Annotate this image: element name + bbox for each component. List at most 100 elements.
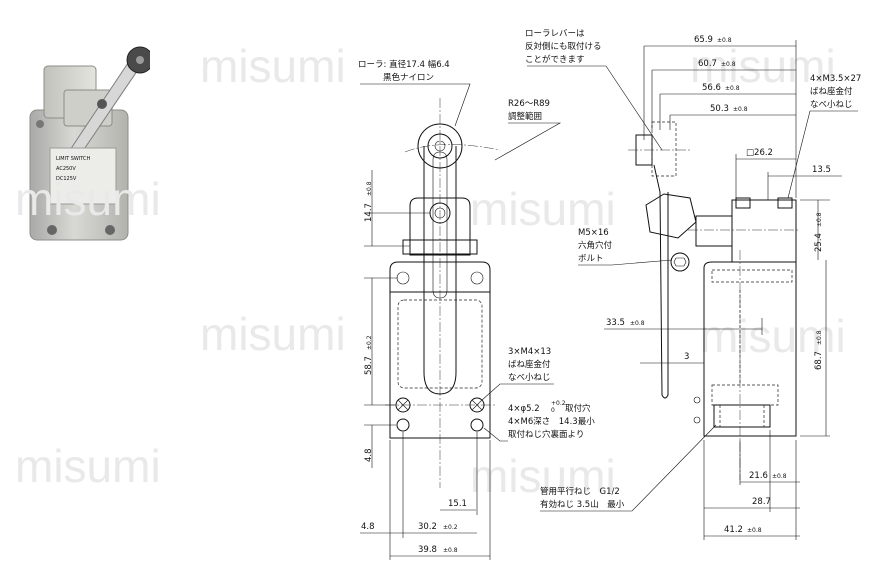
mount-hole-bottom-left [396,418,410,432]
side-hex-bolt [670,252,690,272]
front-screw-top-left [396,271,410,285]
dim-50-3: 50.3 [710,104,729,114]
note-screw-top-line3: なべ小ねじ [810,99,853,110]
side-body [703,261,797,437]
note-roller-line1: ローラ: 直径17.4 幅6.4 [358,59,450,70]
dim-58-7: 58.7 [364,356,374,375]
nameplate-line-3: DC125V [56,176,77,182]
dim-68-7-tol: ±0.8 [816,330,823,345]
mount-screw-bottom-left [47,225,57,235]
dim-50-3-tol: ±0.8 [733,106,748,113]
side-view-notes: ローラレバーは 反対側にも取付ける ことができます 4×M3.5×27 ばね座金… [525,29,861,512]
leader-lever [527,65,663,151]
watermark-text-1: misumi [200,40,346,92]
front-lever-bolt-hole [434,207,446,219]
note-screw-mid-line3: なべ小ねじ [508,372,551,383]
side-hex-bolt-socket [673,257,687,267]
roller-hub [136,56,144,64]
mount-hole-bottom-right [470,418,484,432]
front-head-base [402,239,478,255]
lever-arm [423,146,457,395]
lever-slot [432,151,448,299]
dim-14-7: 14.7 [364,203,374,222]
watermark-layer: misumi misumi misumi misumi misumi misum… [15,40,846,502]
side-body-hidden-top [711,269,793,283]
dim-14-7-tol: ±0.8 [366,181,373,196]
front-body-hidden-cavity [397,299,483,389]
nameplate [49,147,117,205]
front-view [385,98,501,488]
dim-68-7: 68.7 [814,351,824,370]
leader-screw-mid [481,383,554,401]
dim-33-5-tol: ±0.8 [630,320,645,327]
note-hole-line1b: 取付穴 [565,403,591,414]
dim-28-7: 28.7 [752,497,771,507]
watermark-text-7: misumi [15,440,161,492]
watermark-text-8: misumi [470,450,616,502]
dim-56-6: 56.6 [702,83,721,93]
watermark-text-4: misumi [470,183,616,235]
note-screw-top-line1: 4×M3.5×27 [810,74,861,84]
watermark-text-5: misumi [200,308,346,360]
dim-4-8-horizontal: 4.8 [361,522,375,532]
note-lever-line1: ローラレバーは [525,29,585,39]
side-conduit-thread [719,405,765,427]
leader-radius [494,122,562,161]
dim-65-9-tol: ±0.8 [717,37,732,44]
dim-60-7: 60.7 [698,59,717,69]
front-body [389,292,491,439]
front-shoulder [389,261,491,293]
dim-15-1: 15.1 [448,499,467,509]
dim-58-7-tol: ±0.2 [366,335,373,350]
note-hole-tol-minus: 0 [551,407,555,414]
side-head-screw-left [735,197,751,209]
dim-30-2: 30.2 [418,522,437,532]
side-head-screw-right [777,197,793,209]
note-lever-line2: 反対側にも取付ける [525,41,602,52]
watermark-text-2: misumi [690,40,836,92]
nameplate-line-2: AC250V [56,166,76,172]
dim-39-8: 39.8 [418,545,437,555]
lever-clamp-bolt [97,99,107,109]
watermark-text-6: misumi [700,310,846,362]
mount-screw-bottom-right [105,225,115,235]
note-screw-top-line2: ばね座金付 [810,86,853,97]
side-view-dimensions: 65.9 ±0.8 60.7 ±0.8 56.6 ±0.8 50.3 ±0.8 … [604,35,842,540]
adjustment-arc [404,144,501,153]
roller-axle [434,140,446,152]
dim-30-2-tol: ±0.2 [443,524,458,531]
dim-65-9: 65.9 [694,35,713,45]
side-hole-top [693,396,701,404]
dim-41-2: 41.2 [724,525,743,535]
dim-41-2-tol: ±0.8 [747,527,762,534]
note-radius-line2: 調整範囲 [508,111,542,122]
side-lever-head [645,193,697,239]
side-roller-alternate [651,121,677,177]
dim-25-4-tol: ±0.8 [816,212,823,227]
roller-outer [417,123,463,169]
side-body-hidden-conduit [711,384,779,406]
watermark-text-3: misumi [15,173,161,225]
dim-26-2: □26.2 [746,148,773,158]
dim-21-6: 21.6 [749,471,768,481]
note-pipe-line1: 管用平行ねじ G1/2 [540,486,620,497]
leader-roller [360,83,471,127]
leader-hole [483,427,508,442]
note-roller-line2: 黒色ナイロン [383,72,434,83]
side-view [628,121,800,480]
note-bolt-line1: M5×16 [578,228,609,238]
note-hole-line3: 取付ねじ穴裏面より [508,429,584,440]
dim-56-6-tol: ±0.8 [725,85,740,92]
front-screw-top-right [470,271,484,285]
leader-pipe [540,424,717,512]
roller-inner [427,133,453,159]
note-bolt-line3: ボルト [578,254,604,264]
dim-39-8-tol: ±0.8 [443,547,458,554]
side-lever [653,164,669,399]
dim-33-5: 33.5 [606,318,625,328]
note-hole-line2: 4×M6深さ 14.3最小 [508,416,595,427]
leader-screw-top [787,110,858,199]
leader-bolt [578,259,673,266]
side-conduit-port [713,404,771,428]
